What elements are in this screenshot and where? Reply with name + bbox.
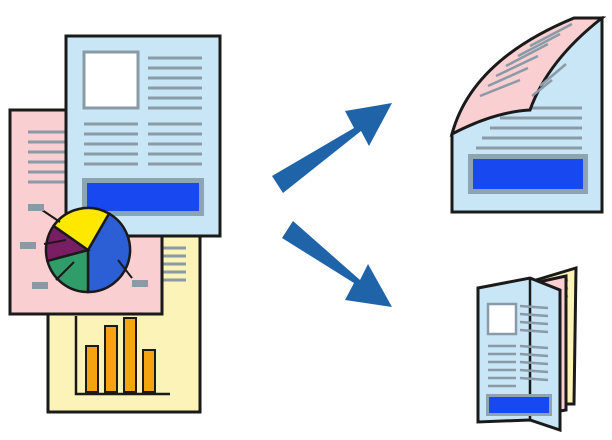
booklet-photo-placeholder xyxy=(486,302,518,336)
photo-placeholder-icon xyxy=(82,50,140,110)
front-page-text-lines-left xyxy=(84,122,138,166)
pie-chart-icon xyxy=(20,204,148,294)
arrows xyxy=(272,103,392,307)
arrow-down-right-icon xyxy=(282,221,392,307)
front-page-banner xyxy=(87,183,199,211)
front-page xyxy=(64,34,222,238)
arrow-up-right-icon xyxy=(272,103,392,193)
pie-slice-yellow xyxy=(51,206,111,252)
curl-back-text-lines xyxy=(479,22,573,98)
booklet-banner xyxy=(489,397,549,413)
curl-page-banner xyxy=(473,159,583,189)
page-curl-icon xyxy=(449,16,607,214)
front-page-text-lines-right xyxy=(148,56,202,166)
pie-slice-green xyxy=(45,248,90,294)
yellow-page-text-lines xyxy=(160,246,186,282)
pink-page-text-lines xyxy=(28,130,66,184)
source-pages-stack xyxy=(8,34,222,414)
booklet-icon xyxy=(476,265,578,433)
bar-chart-icon xyxy=(74,316,170,396)
curl-back-side xyxy=(449,16,607,137)
